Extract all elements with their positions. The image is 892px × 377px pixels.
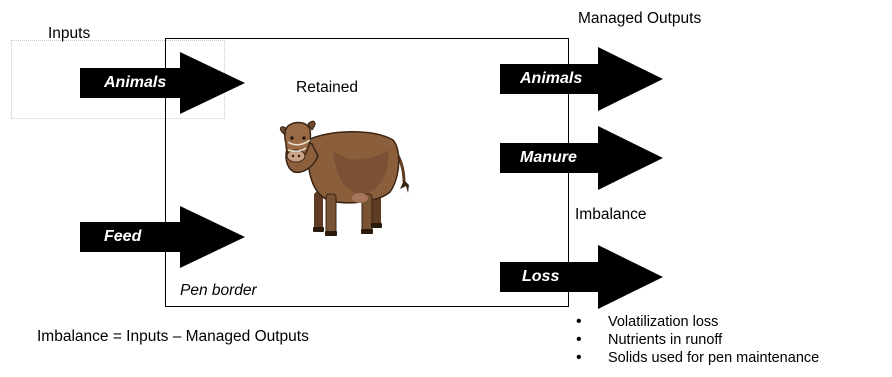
imbalance-label: Imbalance [575, 206, 647, 223]
output-arrow-animals: Animals [500, 47, 663, 111]
input-arrow-animals: Animals [80, 52, 245, 114]
output-arrow-label: Animals [520, 70, 583, 87]
loss-item: Nutrients in runoff [576, 331, 819, 349]
input-arrow-label: Animals [104, 74, 167, 91]
loss-item: Solids used for pen maintenance [576, 349, 819, 367]
managed-outputs-label: Managed Outputs [578, 10, 702, 27]
loss-items-list: Volatilization loss Nutrients in runoff … [576, 313, 819, 367]
retained-label: Retained [296, 79, 359, 96]
imbalance-equation: Imbalance = Inputs – Managed Outputs [37, 328, 309, 345]
input-arrow-feed: Feed [80, 206, 245, 268]
output-arrow-label: Manure [520, 149, 577, 166]
pen-border-label: Pen border [180, 282, 257, 299]
output-arrow-loss: Loss [500, 245, 663, 309]
input-arrow-label: Feed [104, 228, 142, 245]
inputs-label: Inputs [48, 25, 91, 42]
loss-item: Volatilization loss [576, 313, 819, 331]
output-arrow-label: Loss [522, 268, 560, 285]
output-arrow-manure: Manure [500, 126, 663, 190]
cow-illustration [278, 110, 418, 245]
